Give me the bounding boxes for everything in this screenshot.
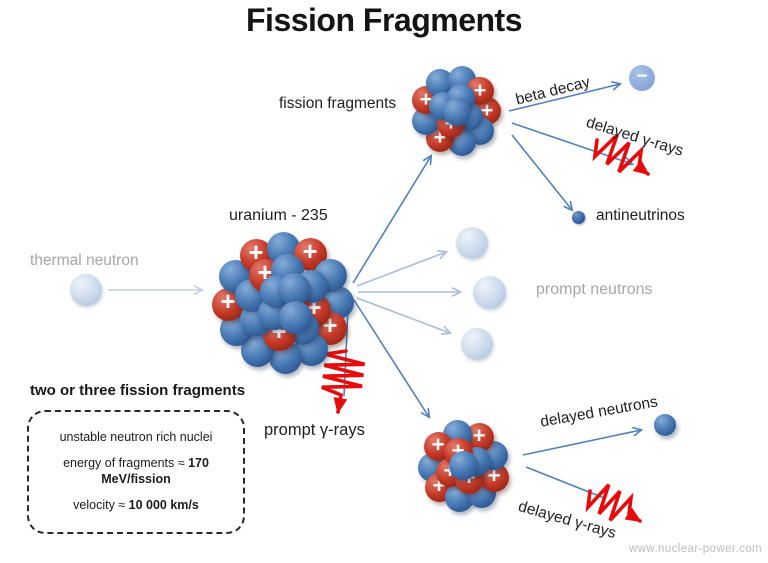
info-energy-value: 170 MeV/fission xyxy=(101,456,209,486)
plus-icon: + xyxy=(302,238,318,267)
prompt-neutron-2-ball xyxy=(472,275,506,309)
plus-icon: + xyxy=(473,77,487,103)
info-velocity-value: 10 000 km/s xyxy=(128,498,199,512)
info-line-velocity: velocity ≈ 10 000 km/s xyxy=(73,498,199,514)
info-box-heading: two or three fission fragments xyxy=(30,382,246,399)
label-prompt-gamma-rays: prompt γ-rays xyxy=(264,421,365,439)
plus-icon: + xyxy=(472,422,486,448)
plus-icon: + xyxy=(487,462,501,488)
proton-ball: + xyxy=(293,237,327,271)
page-title: Fission Fragments xyxy=(246,2,523,38)
delayed-neutron-ball xyxy=(654,414,676,436)
label-prompt-neutrons: prompt neutrons xyxy=(536,281,653,298)
neutron-ball xyxy=(278,300,312,334)
label-delayed-neutrons: delayed neutrons xyxy=(539,393,660,431)
arrow-antineutrinos xyxy=(511,134,574,212)
info-energy-prefix: energy of fragments ≈ xyxy=(63,456,189,471)
info-box: unstable neutron rich nuclei energy of f… xyxy=(27,410,245,534)
label-thermal-neutron: thermal neutron xyxy=(30,252,139,269)
label-beta-decay: beta decay xyxy=(514,73,592,109)
arrow-to-top-fragment xyxy=(352,154,433,284)
plus-icon: + xyxy=(220,288,236,317)
arrow-delayed-neutrons xyxy=(522,426,644,456)
label-delayed-gamma-rays-bottom: delayed γ-rays xyxy=(516,498,618,543)
plus-icon: + xyxy=(431,431,445,457)
label-delayed-gamma-rays-top: delayed γ-rays xyxy=(584,114,686,160)
arrow-prompt-neutron-3 xyxy=(356,297,453,335)
label-uranium-235: uranium - 235 xyxy=(229,207,328,224)
arrow-prompt-neutron-1 xyxy=(356,250,449,287)
line-delayed-gamma-bottom xyxy=(525,466,605,499)
arrow-to-bottom-fragment xyxy=(353,299,431,419)
info-line-energy: energy of fragments ≈ 170 MeV/fission xyxy=(41,456,231,487)
beta-particle-ball: − xyxy=(629,65,655,91)
antineutrino-dot xyxy=(571,210,585,224)
neutron-ball xyxy=(448,450,478,480)
neutron-ball xyxy=(443,98,471,126)
label-fission-fragments: fission fragments xyxy=(279,95,397,112)
info-line-unstable: unstable neutron rich nuclei xyxy=(59,430,213,445)
neutron-ball xyxy=(277,272,311,306)
prompt-neutron-1-ball xyxy=(456,227,488,259)
info-velocity-prefix: velocity ≈ xyxy=(73,498,129,512)
watermark: www.nuclear-power.com xyxy=(628,543,762,555)
prompt-neutron-3-ball xyxy=(461,328,493,360)
squiggle-delayed-gamma-bottom xyxy=(585,483,642,523)
squiggle-prompt-gamma xyxy=(321,349,366,414)
thermal-neutron-ball xyxy=(70,274,102,306)
label-antineutrinos: antineutrinos xyxy=(596,207,685,224)
minus-icon: − xyxy=(636,65,648,87)
